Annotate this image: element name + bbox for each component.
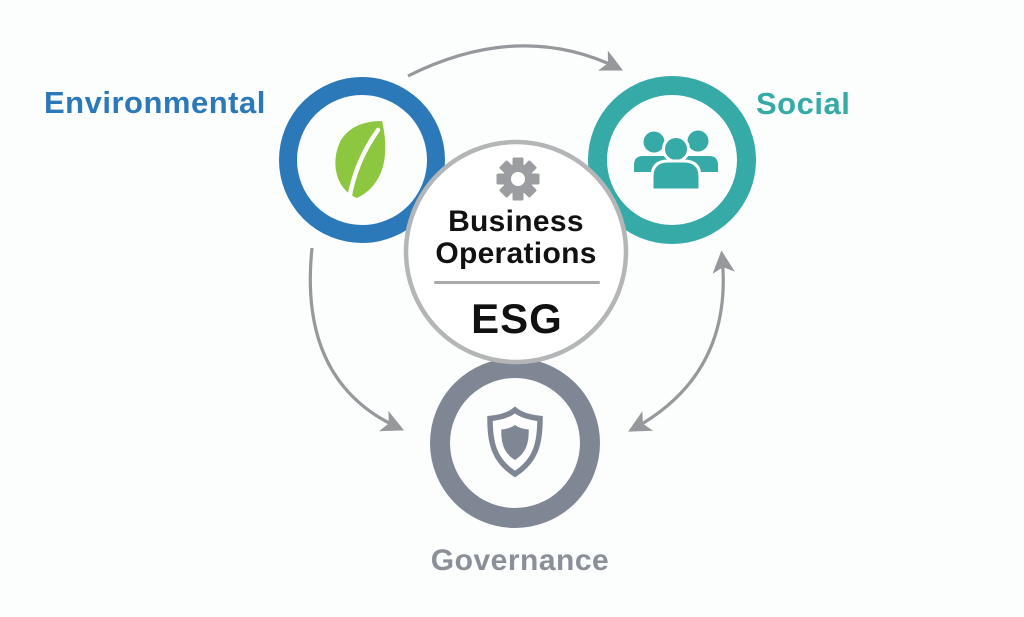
gear-icon (496, 157, 540, 201)
arrow-environmental-to-social (407, 44, 624, 78)
center-divider (434, 281, 600, 284)
people-icon (634, 130, 718, 192)
arrow-social-governance-bidirectional (628, 250, 735, 432)
governance-label: Governance (430, 544, 610, 577)
arrow-environmental-to-governance (308, 247, 405, 432)
social-label: Social (756, 86, 851, 121)
environmental-ring (279, 77, 445, 243)
center-title: Business Operations (435, 206, 596, 270)
governance-ring (430, 358, 600, 528)
environmental-label: Environmental (44, 85, 266, 120)
center-title-line1: Business (448, 205, 584, 238)
shield-icon (487, 406, 543, 478)
center-subtitle-esg: ESG (471, 295, 563, 342)
social-ring (588, 76, 756, 244)
center-title-line2: Operations (435, 237, 597, 270)
leaf-icon (335, 121, 386, 203)
center-circle (403, 139, 629, 365)
